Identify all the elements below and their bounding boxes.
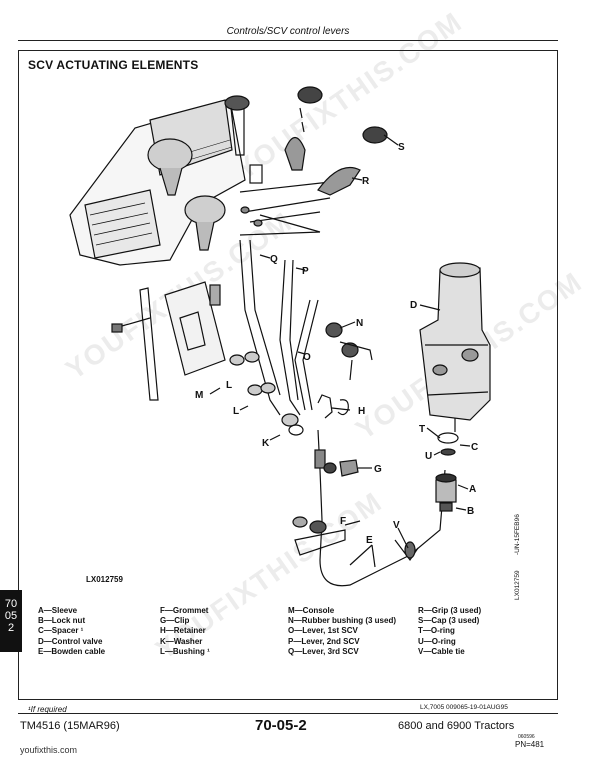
legend-item: D—Control valve [38, 636, 103, 646]
callout-o: O [303, 352, 311, 363]
callout-l1: L [226, 380, 232, 391]
reference-code: LX,7005 009065-19-01AUG95 [420, 704, 508, 711]
callout-d: D [410, 300, 417, 311]
legend-column-2: F—Grommet G—Clip H—Retainer K—Washer L—B… [160, 606, 210, 657]
legend-item: A—Sleeve [38, 606, 78, 615]
figure-frame [18, 50, 558, 700]
legend-item: S—Cap (3 used) [418, 616, 480, 626]
legend-column-1: A—Sleeve B—Lock nut C—Spacer ¹ D—Control… [38, 606, 105, 657]
legend-item: V—Cable tie [418, 646, 465, 656]
legend-item: H—Retainer [160, 626, 206, 636]
legend-item: U—O-ring [418, 636, 456, 646]
legend-item: L—Bushing ¹ [160, 646, 210, 656]
side-code-2: LX012759 [514, 570, 521, 600]
callout-p: P [302, 266, 309, 277]
legend-item: T—O-ring [418, 626, 455, 636]
section-header: Controls/SCV control levers [226, 26, 350, 37]
callout-q: Q [270, 254, 278, 265]
legend-column-4: R—Grip (3 used) S—Cap (3 used) T—O-ring … [418, 606, 481, 657]
legend-item: M—Console [288, 606, 335, 615]
legend-item: F—Grommet [160, 606, 209, 615]
page-number: 70-05-2 [255, 717, 307, 734]
legend-item: G—Clip [160, 616, 190, 626]
legend-item: Q—Lever, 3rd SCV [288, 646, 359, 656]
callout-f: F [340, 516, 346, 527]
figure-id: LX012759 [86, 575, 123, 584]
callout-n: N [356, 318, 363, 329]
callout-e: E [366, 535, 373, 546]
callout-h: H [358, 406, 365, 417]
site-link[interactable]: youfixthis.com [20, 745, 78, 755]
legend-column-3: M—Console N—Rubber bushing (3 used) O—Le… [288, 606, 396, 657]
callout-r: R [362, 176, 370, 187]
footnote: ¹If required [28, 705, 67, 714]
callout-k: K [262, 438, 270, 449]
section-tab: 70 05 2 [0, 590, 22, 652]
legend-item: C—Spacer ¹ [38, 626, 84, 636]
manual-id: TM4516 (15MAR96) [20, 720, 120, 732]
callout-b: B [467, 506, 474, 517]
legend-item: B—Lock nut [38, 616, 86, 626]
page-pn: PN=481 [515, 740, 545, 749]
tab-line: 70 [4, 598, 18, 610]
legend-item: K—Washer [160, 636, 203, 646]
footer-rule [18, 713, 558, 714]
callout-c: C [471, 442, 478, 453]
small-code: 060596 [518, 734, 535, 740]
legend-item: O—Lever, 1st SCV [288, 626, 358, 636]
tractor-models: 6800 and 6900 Tractors [398, 720, 515, 732]
callout-m: M [195, 390, 203, 401]
callout-g: G [374, 464, 382, 475]
callout-t: T [419, 424, 425, 435]
callout-a: A [469, 484, 476, 495]
callout-l2: L [233, 406, 239, 417]
legend-item: N—Rubber bushing (3 used) [288, 616, 396, 626]
side-code-1: -UN-15FEB96 [514, 514, 521, 555]
tab-line: 2 [7, 622, 15, 634]
legend-item: P—Lever, 2nd SCV [288, 636, 360, 646]
header-rule [18, 40, 558, 41]
figure-title: SCV ACTUATING ELEMENTS [28, 58, 199, 72]
callout-s: S [398, 142, 405, 153]
legend-item: R—Grip (3 used) [418, 606, 482, 615]
tab-line: 05 [4, 610, 18, 622]
callout-v: V [393, 520, 400, 531]
legend-item: E—Bowden cable [38, 646, 106, 656]
callout-u: U [425, 451, 432, 462]
